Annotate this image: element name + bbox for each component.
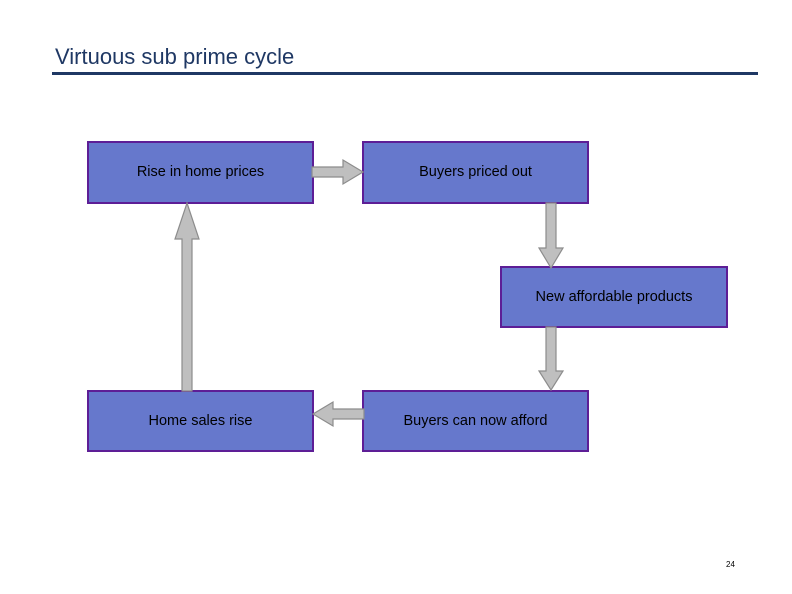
flow-node-label: Buyers can now afford	[403, 412, 548, 429]
flow-node-new-affordable-products[interactable]: New affordable products	[500, 266, 728, 328]
flow-node-label: Rise in home prices	[136, 164, 265, 180]
flow-node-label: Home sales rise	[148, 412, 253, 429]
arrow-down-icon-buyers-priced-out-to-new-products	[537, 202, 565, 270]
arrow-left-icon-buyers-can-afford-to-home-sales-rise	[311, 400, 365, 428]
page-title: Virtuous sub prime cycle	[55, 44, 295, 69]
flow-node-label: New affordable products	[535, 288, 693, 305]
flow-node-home-sales-rise[interactable]: Home sales rise	[87, 390, 314, 452]
flow-node-buyers-can-now-afford[interactable]: Buyers can now afford	[362, 390, 589, 452]
arrow-down-icon-new-products-to-buyers-can-afford	[537, 326, 565, 392]
flow-node-label: Buyers priced out	[419, 164, 532, 180]
arrow-right-icon-rise-home-prices-to-buyers-priced-out	[311, 158, 365, 186]
arrow-up-icon-home-sales-rise-to-rise-home-prices	[173, 201, 203, 392]
flow-node-buyers-priced-out[interactable]: Buyers priced out	[362, 141, 589, 204]
flow-node-rise-home-prices[interactable]: Rise in home prices	[87, 141, 314, 204]
title-underline-rule	[52, 72, 758, 75]
page-number: 24	[726, 560, 735, 569]
